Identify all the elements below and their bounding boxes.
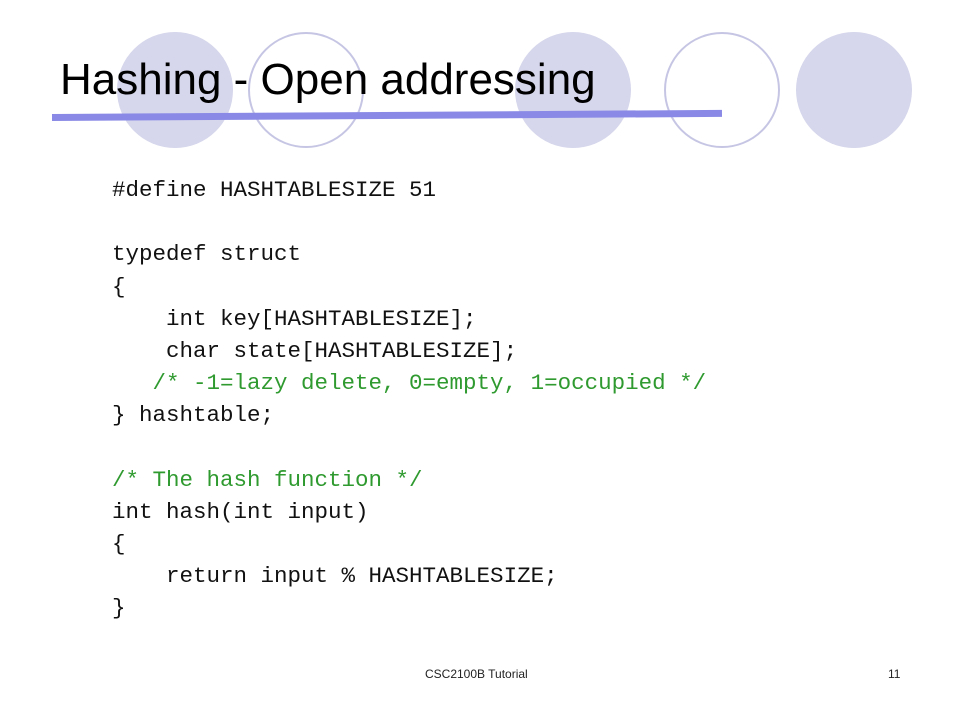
code-line: int key[HASHTABLESIZE]; [112, 305, 477, 332]
slide-title: Hashing - Open addressing [60, 55, 596, 104]
code-line: } [112, 595, 126, 622]
code-line: char state[HASHTABLESIZE]; [112, 337, 518, 364]
code-line: } hashtable; [112, 402, 275, 429]
page-number: 11 [888, 667, 901, 681]
code-line: { [112, 273, 126, 300]
code-line: return input % HASHTABLESIZE; [112, 563, 558, 590]
decor-circle [664, 32, 780, 148]
decor-circle [248, 32, 364, 148]
code-line: typedef struct [112, 241, 302, 268]
decor-circle [117, 32, 233, 148]
footer-text: CSC2100B Tutorial [425, 667, 528, 681]
code-line: { [112, 531, 126, 558]
decor-circle [515, 32, 631, 148]
code-line [112, 432, 706, 464]
code-line: #define HASHTABLESIZE 51 [112, 177, 437, 203]
code-comment-line: /* -1=lazy delete, 0=empty, 1=occupied *… [112, 370, 707, 397]
decor-circle [796, 32, 912, 148]
code-comment-line: /* The hash function */ [112, 466, 423, 493]
code-line [112, 206, 706, 238]
code-line: int hash(int input) [112, 498, 369, 525]
